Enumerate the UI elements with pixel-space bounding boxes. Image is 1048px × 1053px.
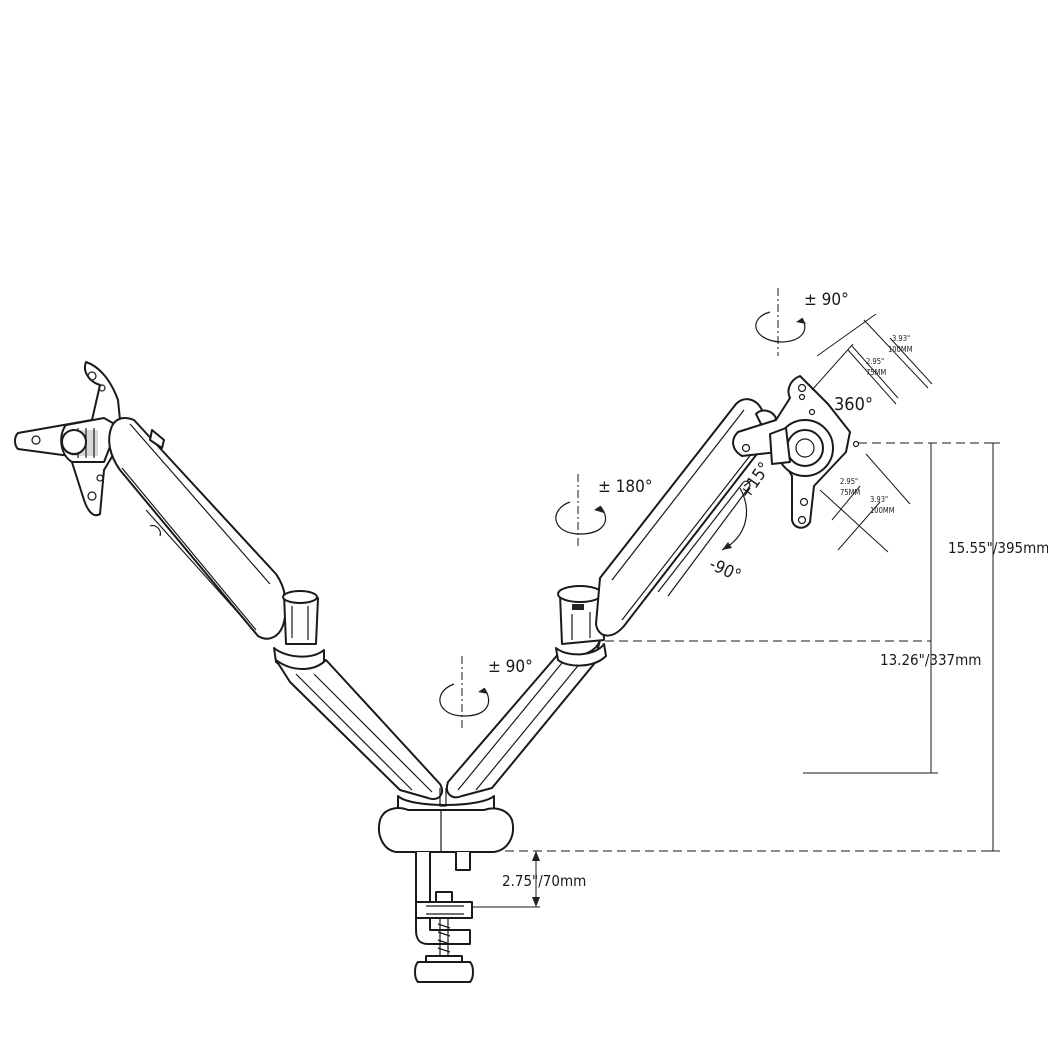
vesa-inner-top-mm: 75MM	[866, 368, 886, 377]
height-max-label: 15.55"/395mm	[948, 539, 1048, 557]
height-mid-label: 13.26"/337mm	[880, 651, 981, 669]
vesa-inner-bottom-mm: 75MM	[840, 488, 860, 497]
arm-rotation-indicator	[555, 474, 606, 548]
right-elbow-joint	[555, 585, 607, 667]
vesa-outer-top-mm: 100MM	[888, 345, 913, 354]
left-upper-arm	[108, 417, 287, 640]
base-rotation-indicator	[439, 656, 490, 730]
dimension-lines	[470, 442, 1000, 908]
desk-clamp	[414, 851, 474, 983]
tilt-down-label: -90°	[706, 554, 744, 586]
left-elbow-joint	[273, 590, 325, 671]
left-lower-arm	[275, 659, 444, 800]
swivel-label: 360°	[834, 394, 873, 415]
left-vesa-plate	[14, 361, 123, 517]
vesa-dimension-lines	[811, 313, 933, 553]
top-tilt-label: ± 90°	[804, 290, 849, 310]
vesa-outer-bottom-mm: 100MM	[870, 506, 895, 515]
vesa-inner-bottom-in: 2.95"	[840, 477, 858, 486]
tilt-indicator	[721, 479, 753, 551]
vesa-inner-top-in: 2.95"	[866, 357, 884, 366]
top-tilt-indicator	[755, 288, 806, 356]
vesa-outer-bottom-in: 3.93"	[870, 495, 888, 504]
base	[378, 788, 514, 853]
arm-rotation-label: ± 180°	[598, 477, 653, 497]
base-rotation-label: ± 90°	[488, 657, 533, 677]
clamp-thickness-label: 2.75"/70mm	[502, 872, 586, 890]
right-vesa-plate	[732, 375, 860, 529]
labels: ± 90° 360° ± 180° +15° -90° ± 90° 3.93" …	[488, 290, 1048, 890]
vesa-outer-top-in: 3.93"	[892, 334, 910, 343]
